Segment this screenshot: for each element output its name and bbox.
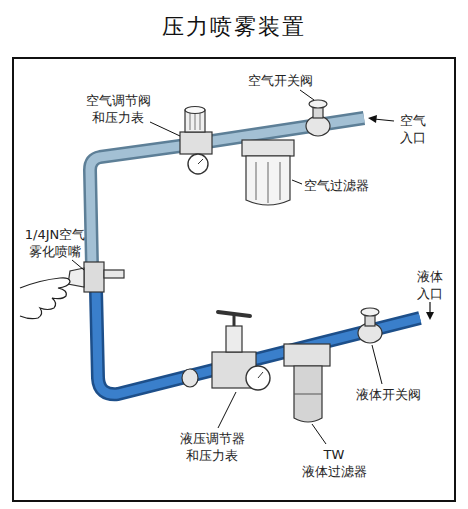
leader-line [300,90,314,100]
leader-line [292,180,302,184]
diagram-title: 压力喷雾装置 [0,12,468,42]
leader-line [312,424,326,444]
frame [13,58,455,501]
part-label: 液体开关阀 [356,386,421,403]
knob-rib [195,112,196,130]
filter-band [294,394,322,395]
valve-handle [361,308,379,316]
leader-line [218,392,236,428]
air-switch-valve [306,100,330,136]
part-label: 空气开关阀 [248,72,313,89]
regulator-bonnet [226,326,242,352]
air-inlet-arrow [374,119,394,121]
part-label: 空气 入口 [400,112,426,146]
liquid-pipe [96,290,420,394]
filter-bowl [246,156,290,205]
nozzle-tip [68,268,84,287]
liquid-regulator [182,312,270,390]
part-label: 液压调节器 和压力表 [180,430,245,464]
pressure-gauge [246,366,270,390]
leader-line [72,260,84,270]
nozzle-fitting [104,270,124,278]
part-label: 空气过滤器 [304,177,369,194]
gauge-needle [258,372,263,378]
gauge-needle [198,159,203,164]
filter-bowl [294,366,322,422]
valve-handle [309,100,327,108]
filter-head [242,140,294,156]
air-filter [242,140,294,205]
leader-line [372,345,382,384]
filter-rib [280,162,281,200]
pressure-gauge [188,154,208,174]
atomizing-nozzle [20,262,124,319]
leader-line [150,122,180,136]
part-label: TW 液体过滤器 [302,446,367,480]
liquid-pipe-outline [96,290,420,394]
liquid-filter [284,344,330,422]
air-regulator [180,107,212,175]
filter-rib [268,162,269,203]
part-label: 液体 入口 [417,268,443,302]
leader-lines [72,90,382,444]
knob-rib [190,112,191,130]
part-label: 空气调节阀 和压力表 [86,92,151,126]
valve-body [306,116,330,136]
nozzle-body [84,262,104,292]
t-handle [218,312,250,316]
knob-top [185,107,205,114]
filter-head [284,344,330,366]
hand [20,278,70,319]
knob-rib [200,112,201,130]
arrow-head [426,312,434,320]
regulator-body [180,132,212,154]
arrow-head [368,115,377,123]
liquid-switch-valve [358,308,382,343]
part-label: 1/4JN空气 雾化喷嘴 [25,226,85,260]
filter-rib [256,162,257,200]
pipe-union [182,369,198,387]
